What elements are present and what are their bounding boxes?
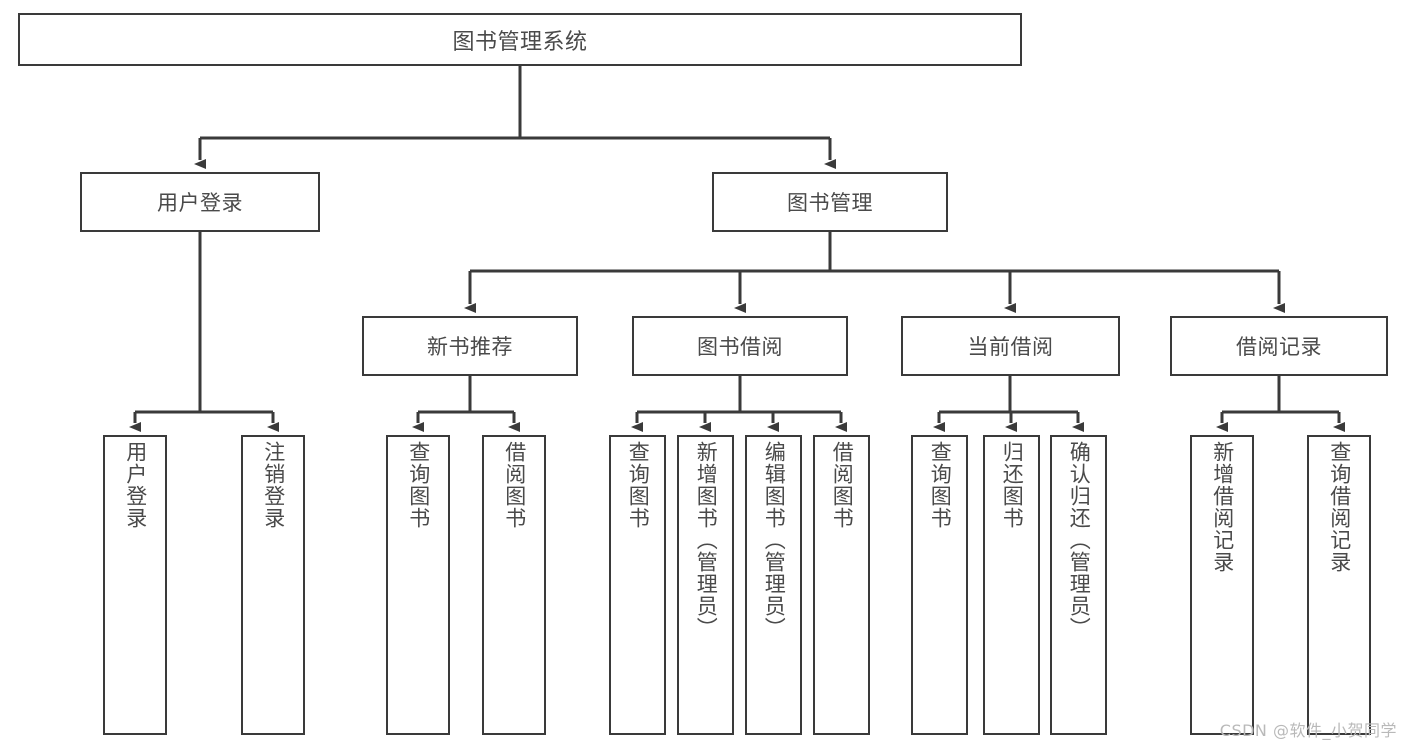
level3-node[interactable]: 当前借阅 [901,316,1120,376]
node-label: 查询图书 [928,441,953,529]
node-label: 图书借阅 [697,335,783,359]
node-label: 查询图书 [626,441,651,529]
node-label: 编辑图书（管理员） [762,441,787,639]
level3-node[interactable]: 借阅记录 [1170,316,1388,376]
level2-node[interactable]: 用户登录 [80,172,320,232]
leaf-node[interactable]: 借阅图书 [482,435,546,735]
node-label: 图书管理 [787,191,873,215]
leaf-node[interactable]: 查询图书 [609,435,666,735]
leaf-node[interactable]: 查询借阅记录 [1307,435,1371,735]
node-label: 归还图书 [1000,441,1025,529]
node-label: 借阅图书 [502,441,527,529]
leaf-node[interactable]: 新增借阅记录 [1190,435,1254,735]
leaf-node[interactable]: 查询图书 [386,435,450,735]
node-label: 用户登录 [123,441,148,529]
node-label: 查询图书 [406,441,431,529]
leaf-node[interactable]: 注销登录 [241,435,305,735]
node-label: 新书推荐 [427,335,513,359]
level2-node[interactable]: 图书管理 [712,172,948,232]
node-label: 借阅图书 [830,441,855,529]
node-label: 借阅记录 [1236,335,1322,359]
root-node[interactable]: 图书管理系统 [18,13,1022,66]
node-label: 新增图书（管理员） [694,441,719,639]
leaf-node[interactable]: 借阅图书 [813,435,870,735]
node-label: 新增借阅记录 [1210,441,1235,573]
level3-node[interactable]: 图书借阅 [632,316,848,376]
node-label: 当前借阅 [967,335,1054,359]
node-label: 用户登录 [157,191,243,215]
watermark-text: CSDN @软件_小贺同学 [1219,721,1397,740]
leaf-node[interactable]: 用户登录 [103,435,167,735]
leaf-node[interactable]: 查询图书 [911,435,968,735]
node-label: 确认归还（管理员） [1067,441,1092,639]
level3-node[interactable]: 新书推荐 [362,316,578,376]
leaf-node[interactable]: 新增图书（管理员） [677,435,734,735]
node-label: 查询借阅记录 [1327,441,1352,573]
leaf-node[interactable]: 编辑图书（管理员） [745,435,802,735]
leaf-node[interactable]: 归还图书 [983,435,1040,735]
leaf-node[interactable]: 确认归还（管理员） [1050,435,1107,735]
node-label: 图书管理系统 [452,29,588,55]
node-label: 注销登录 [261,441,286,529]
